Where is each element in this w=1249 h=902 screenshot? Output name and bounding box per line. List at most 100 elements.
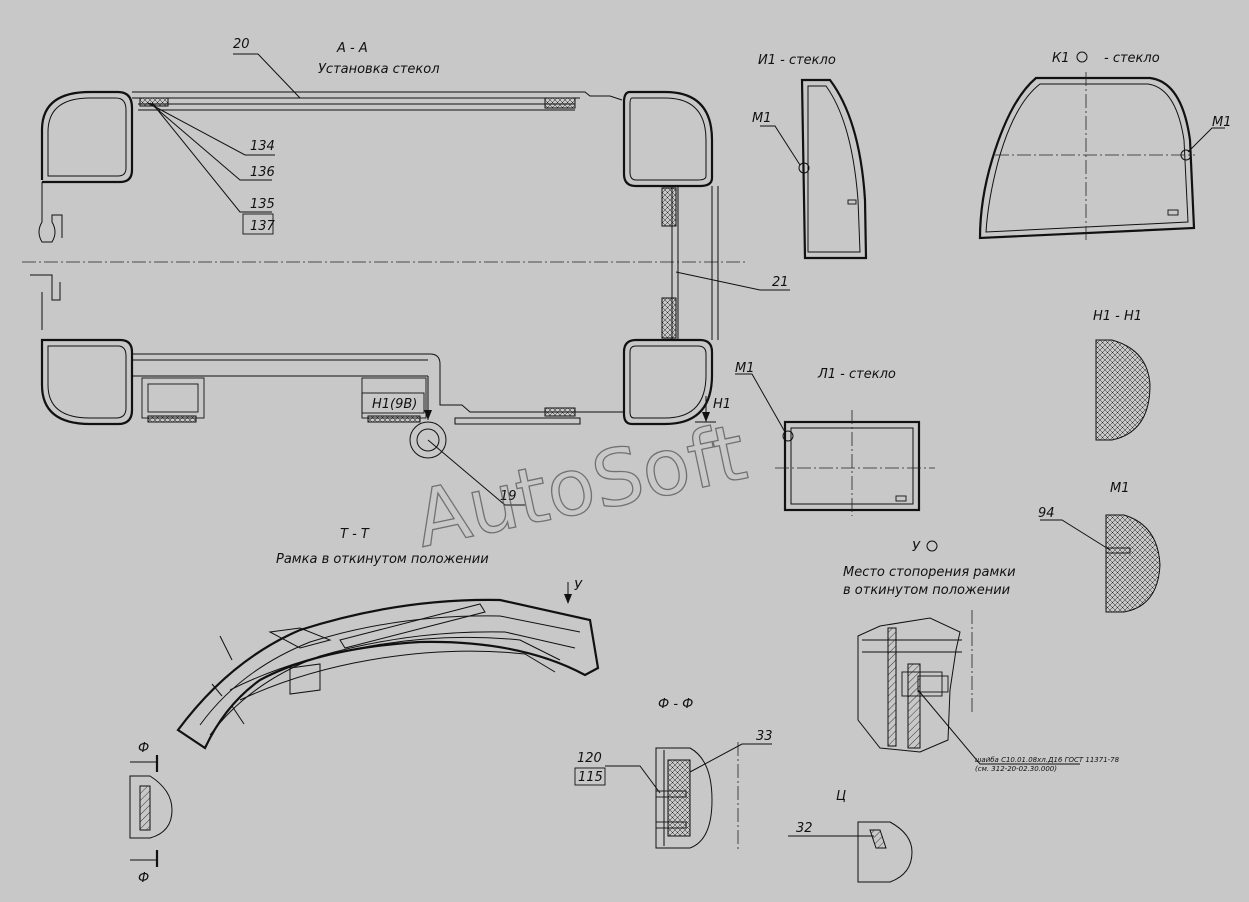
note-washer-2: (см. 312-20-02.30.000) [975, 765, 1057, 773]
label-115: 115 [578, 770, 603, 785]
section-aa-title: А - А [336, 41, 368, 56]
label-h1: Н1 [713, 397, 731, 412]
right-glass [671, 186, 719, 340]
box-115 [574, 767, 606, 786]
ff-bolt-top [655, 790, 687, 798]
u-wall-hatch [887, 627, 897, 747]
view-h1-section: Н1 - Н1 [1093, 309, 1151, 441]
label-m1-k: М1 [1212, 115, 1232, 130]
view-l1-glass: Л1 - стекло М1 [735, 361, 935, 516]
note-washer-1: шайба С10.01.08хл.Д16 ГОСТ 11371-78 [975, 756, 1120, 764]
frame-details [268, 603, 486, 695]
seal-top-left [38, 182, 63, 243]
label-m1-i: М1 [752, 111, 772, 126]
leader-33 [689, 743, 772, 773]
right-seal-bottom [661, 297, 677, 339]
label-134: 134 [250, 139, 275, 154]
leader-136 [149, 102, 272, 181]
label-f-bottom: Ф [138, 871, 149, 886]
label-u-arrow: У [574, 579, 583, 594]
leader-m1-k [1187, 127, 1225, 153]
view-k1-title-b: - стекло [1104, 51, 1160, 66]
frame-line-3 [229, 636, 561, 691]
u-rod [862, 639, 962, 653]
right-seal-top [661, 187, 677, 227]
label-94: 94 [1038, 506, 1055, 521]
view-m1-title: М1 [1110, 481, 1130, 496]
section-tt: Т - Т Рамка в откинутом положении У [176, 527, 600, 750]
glass-k1-outline [978, 76, 1196, 240]
leader-19 [427, 439, 525, 506]
label-h1-9b: Н1(9В) [372, 397, 417, 412]
h1-section-shape [1095, 339, 1151, 441]
view-f-left: Ф Ф [129, 741, 173, 886]
label-137: 137 [250, 219, 276, 234]
u-bolt [917, 675, 949, 693]
ff-seal-33 [667, 759, 691, 837]
glass-i1-mark [847, 199, 857, 205]
glass-k1-mark [1167, 209, 1179, 216]
profile-right-top-inner [629, 97, 707, 181]
bottom-glass [454, 417, 581, 425]
top-rail-seal-right [544, 97, 576, 109]
glass-l1-mark [895, 495, 907, 502]
f-section-hatch [139, 785, 151, 831]
section-aa-subtitle: Установка стекол [318, 62, 440, 77]
glass-i1-inner [807, 85, 861, 253]
profile-left-top-inner [47, 97, 127, 177]
leader-m1-l [735, 373, 786, 433]
f-section-outline [129, 775, 173, 839]
view-u-circle [926, 540, 938, 552]
ff-section-outline [655, 747, 713, 849]
leader-21 [675, 271, 790, 291]
label-33: 33 [756, 729, 773, 744]
profile-right-top [622, 90, 714, 188]
c-section-hatch [869, 829, 887, 849]
section-ff: Ф - Ф 120 115 33 [574, 697, 773, 850]
view-u-subtitle-2: в откинутом положении [843, 583, 1010, 598]
leader-m1-i [760, 125, 801, 166]
leader-washer [917, 689, 1080, 765]
label-135: 135 [250, 197, 275, 212]
bottom-seal-right [367, 415, 421, 423]
m1-section-shape [1105, 514, 1161, 613]
top-rail [132, 91, 623, 111]
view-u: У Место стопорения рамки в откинутом пол… [843, 540, 1120, 773]
view-c: Ц 32 [788, 789, 913, 883]
c-section-outline [857, 821, 913, 883]
view-h1-title: Н1 - Н1 [1093, 309, 1142, 324]
frame-brackets [211, 635, 245, 725]
view-i1-glass: И1 - стекло М1 [752, 53, 868, 260]
u-section-outline [857, 617, 961, 753]
detail-circle-19 [409, 421, 447, 459]
view-u-subtitle-1: Место стопорения рамки [843, 565, 1016, 580]
view-k1-glass: К1 - стекло М1 [978, 51, 1232, 240]
profile-right-bottom-inner [629, 345, 707, 419]
leader-94 [1040, 519, 1111, 551]
view-k1-title-a: К1 [1052, 51, 1070, 66]
leader-134 [147, 102, 275, 156]
section-aa: 20 А - А Установка стекол 134 136 135 13… [22, 37, 790, 506]
section-ff-title: Ф - Ф [658, 697, 693, 712]
label-136: 136 [250, 165, 275, 180]
h1-right-arrow-head [702, 412, 710, 422]
section-tt-title: Т - Т [340, 527, 370, 542]
frame-line-1 [199, 615, 581, 726]
label-120: 120 [577, 751, 602, 766]
seal-bottom-left [30, 274, 61, 330]
bottom-seal-left [147, 415, 197, 423]
view-i1-title: И1 - стекло [758, 53, 836, 68]
view-k1-circle [1076, 51, 1088, 63]
bottom-seal-mid [544, 407, 576, 417]
m1-marker-i1 [798, 162, 810, 174]
m1-marker-k [1180, 149, 1192, 161]
frame-line-4 [239, 650, 556, 701]
label-20: 20 [233, 37, 250, 52]
arrow-u-head [564, 594, 572, 604]
box-137 [242, 213, 274, 235]
m1-insert-94 [1105, 547, 1131, 554]
label-19: 19 [500, 489, 517, 504]
bottom-rail [132, 353, 624, 413]
leader-20 [233, 53, 301, 99]
